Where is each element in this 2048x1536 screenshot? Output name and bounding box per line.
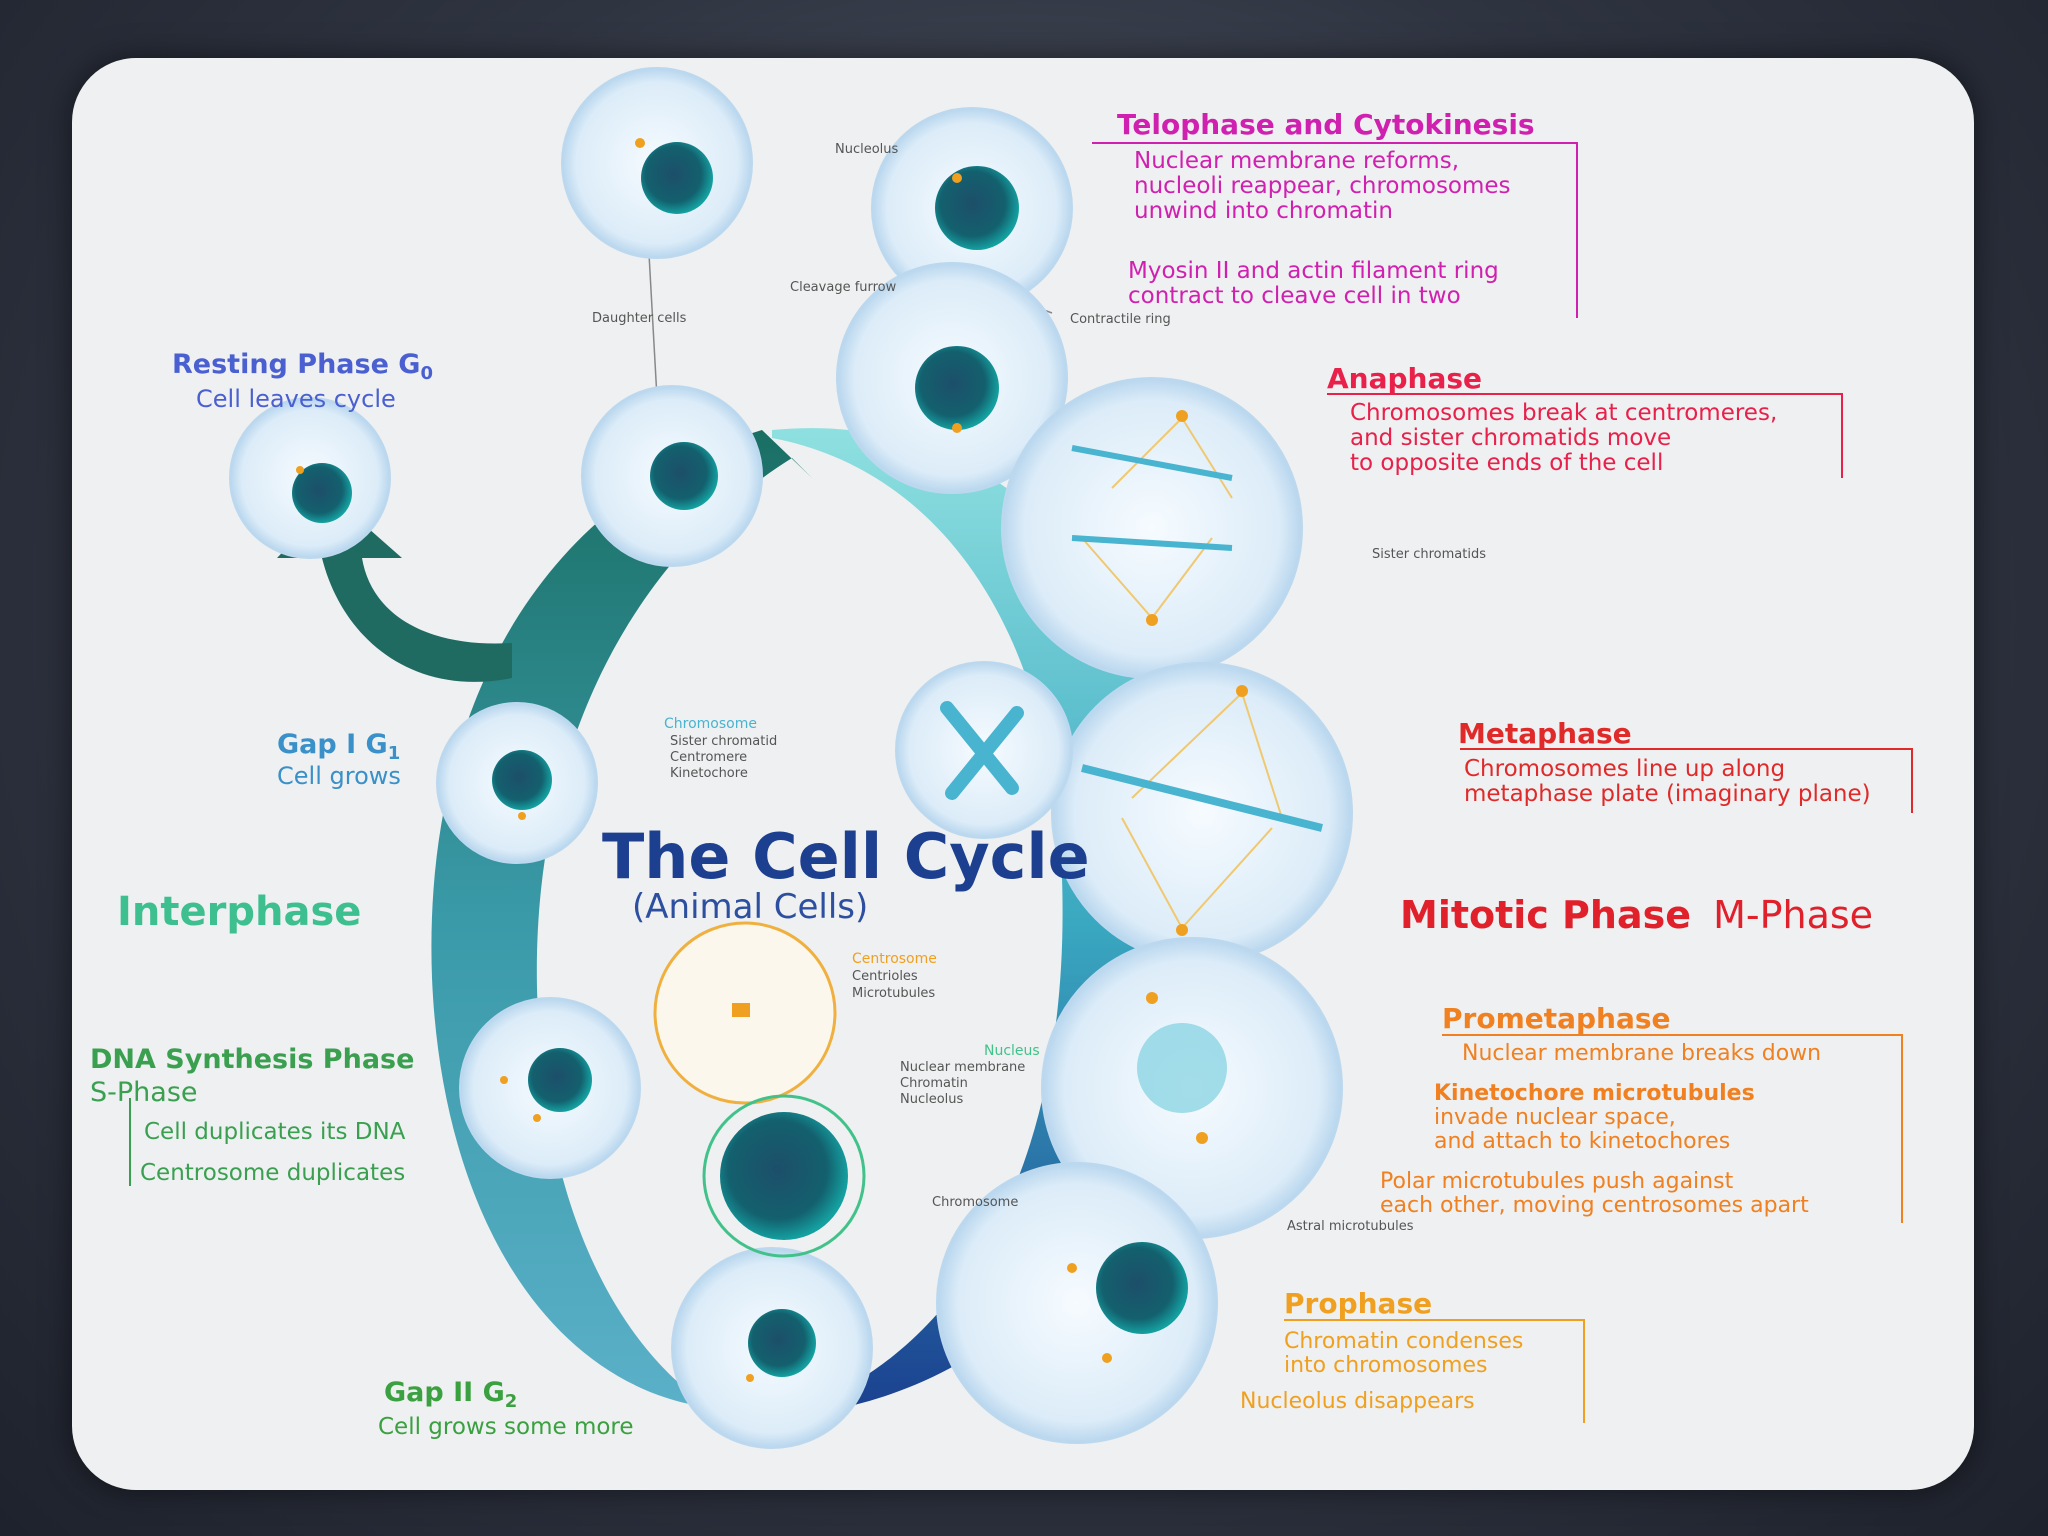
cell-daughter-top [561, 67, 753, 259]
prophase-line3: Nucleolus disappears [1240, 1389, 1475, 1414]
label-sister: Sister chromatids [1372, 547, 1486, 562]
dna-line1: Cell duplicates its DNA [144, 1119, 406, 1145]
legend-chromosome-title: Chromosome [664, 716, 757, 732]
telophase-line3: unwind into chromatin [1134, 198, 1393, 224]
interphase-label: Interphase [117, 889, 361, 935]
prometaphase-line3: invade nuclear space, [1434, 1105, 1676, 1130]
legend-nucleus-l2: Chromatin [900, 1076, 968, 1091]
centrosome-legend-graphic [653, 921, 837, 1105]
dna-line2: Centrosome duplicates [140, 1160, 405, 1186]
nucleus-legend-graphic [702, 1094, 866, 1258]
metaphase-line2: metaphase plate (imaginary plane) [1464, 781, 1871, 807]
dna-title: DNA Synthesis Phase [90, 1044, 414, 1075]
telophase-line5: contract to cleave cell in two [1128, 283, 1461, 309]
prophase-line2: into chromosomes [1284, 1353, 1487, 1378]
label-contractile: Contractile ring [1070, 312, 1171, 327]
prometaphase-line4: and attach to kinetochores [1434, 1129, 1730, 1154]
label-nucleolus: Nucleolus [835, 142, 899, 157]
diagram-title: The Cell Cycle [602, 820, 1090, 893]
telophase-line1: Nuclear membrane reforms, [1134, 148, 1459, 174]
legend-centrosome-l2: Microtubules [852, 986, 935, 1001]
cell-prophase [936, 1162, 1218, 1444]
legend-centrosome-l1: Centrioles [852, 969, 918, 984]
prometaphase-line2: Kinetochore microtubules [1434, 1081, 1755, 1106]
legend-chromosome-l2: Centromere [670, 750, 747, 765]
legend-nucleus-title: Nucleus [984, 1043, 1040, 1059]
prometaphase-line5: Polar microtubules push against [1380, 1169, 1734, 1194]
label-chromosome: Chromosome [932, 1195, 1018, 1210]
cell-gap2 [671, 1247, 873, 1449]
metaphase-title: Metaphase [1458, 717, 1632, 750]
resting-desc: Cell leaves cycle [196, 385, 396, 413]
prophase-line1: Chromatin condenses [1284, 1329, 1523, 1354]
dna-sphase: S-Phase [90, 1077, 198, 1108]
label-cleavage: Cleavage furrow [790, 280, 897, 295]
anaphase-line2: and sister chromatids move [1350, 425, 1671, 451]
cell-anaphase [1001, 377, 1303, 679]
cell-telophase [871, 107, 1073, 309]
legend-chromosome-l3: Kinetochore [670, 766, 748, 781]
legend-chromosome-l1: Sister chromatid [670, 734, 777, 749]
mitotic-phase-label: Mitotic Phase M-Phase [1400, 893, 1873, 937]
gap1-title: Gap I G1 [277, 729, 400, 764]
prophase-title: Prophase [1284, 1287, 1432, 1320]
label-astral: Astral microtubules [1287, 1219, 1414, 1234]
label-daughter: Daughter cells [592, 311, 687, 326]
cell-s-phase [459, 997, 641, 1179]
anaphase-line3: to opposite ends of the cell [1350, 450, 1663, 476]
telophase-line2: nucleoli reappear, chromosomes [1134, 173, 1511, 199]
diagram-subtitle: (Animal Cells) [632, 887, 868, 927]
cell-gap1 [436, 702, 598, 864]
cell-cytokinesis [836, 262, 1068, 494]
cell-resting [229, 397, 391, 559]
prometaphase-title: Prometaphase [1442, 1002, 1671, 1035]
anaphase-line1: Chromosomes break at centromeres, [1350, 400, 1777, 426]
legend-nucleus-l1: Nuclear membrane [900, 1060, 1025, 1075]
telophase-line4: Myosin II and actin filament ring [1128, 258, 1499, 284]
chromosome-legend-graphic [895, 661, 1073, 839]
gap1-desc: Cell grows [277, 762, 401, 790]
resting-title: Resting Phase G0 [172, 349, 433, 384]
cell-prometaphase [1041, 937, 1343, 1239]
gap2-desc: Cell grows some more [378, 1414, 634, 1440]
cell-cycle-card: The Cell Cycle (Animal Cells) Interphase… [72, 58, 1974, 1490]
prometaphase-line6: each other, moving centrosomes apart [1380, 1193, 1809, 1218]
telophase-title: Telophase and Cytokinesis [1117, 108, 1535, 141]
prometaphase-line1: Nuclear membrane breaks down [1462, 1041, 1821, 1066]
cell-metaphase [1051, 662, 1353, 964]
metaphase-line1: Chromosomes line up along [1464, 756, 1785, 782]
legend-nucleus-l3: Nucleolus [900, 1092, 964, 1107]
legend-centrosome-title: Centrosome [852, 951, 937, 967]
cell-cycle-diagram: The Cell Cycle (Animal Cells) Interphase… [90, 67, 1913, 1449]
cell-daughter-bottom [581, 385, 763, 567]
anaphase-title: Anaphase [1327, 362, 1482, 395]
gap2-title: Gap II G2 [384, 1377, 517, 1412]
